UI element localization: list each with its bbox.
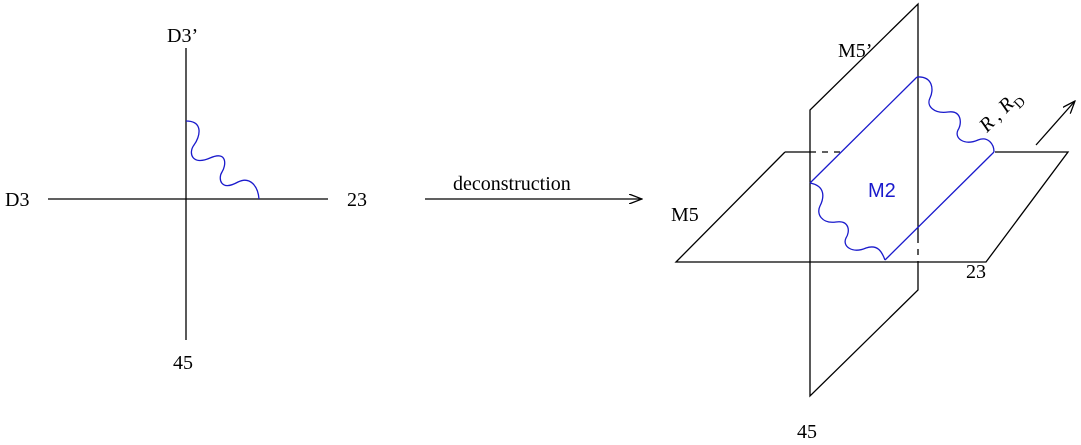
left-wavy-string (185, 120, 260, 200)
m2-wavy-right (916, 76, 995, 153)
m2-top-edge (809, 76, 918, 184)
vertical-plane-label: M5’ (838, 40, 872, 62)
deconstruction-arrow: deconstruction (425, 173, 642, 199)
direction-arrow (1035, 101, 1075, 146)
right-figure: R,RD M5’ M5 M2 23 45 (671, 2, 1075, 443)
direction-label: R,RD (974, 86, 1029, 141)
right-bottom-label: 45 (797, 421, 817, 443)
left-right-label: 23 (347, 189, 367, 211)
vertical-plane-lower (809, 262, 919, 398)
left-top-label: D3’ (167, 25, 198, 47)
horizontal-plane (674, 151, 1070, 263)
horizontal-plane-label: M5 (671, 204, 699, 226)
left-left-label: D3 (5, 189, 29, 211)
m2-brane (809, 76, 995, 261)
brane-label: M2 (868, 180, 896, 202)
left-figure: D3’ D3 23 45 (5, 25, 367, 374)
arrow-label: deconstruction (453, 173, 571, 195)
left-bottom-label: 45 (173, 352, 193, 374)
m2-wavy-left (809, 182, 886, 261)
m2-bottom-edge (884, 151, 995, 261)
right-right-label: 23 (966, 261, 986, 283)
vertical-plane-upper (809, 2, 919, 262)
